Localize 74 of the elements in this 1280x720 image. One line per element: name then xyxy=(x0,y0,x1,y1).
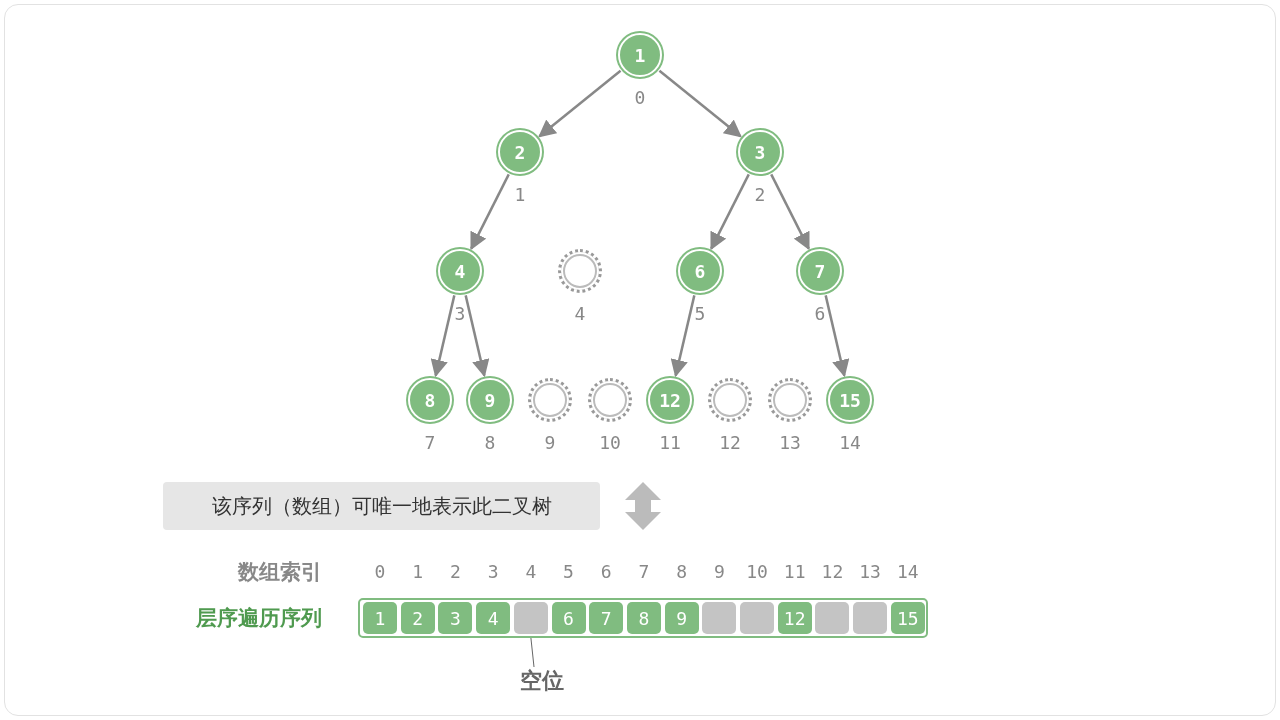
index-label: 6 xyxy=(599,561,613,582)
array-cell: 9 xyxy=(664,602,699,634)
empty-node-placeholder xyxy=(558,249,602,293)
empty-array-slot xyxy=(702,602,737,634)
index-label: 12 xyxy=(718,432,742,453)
arrow xyxy=(670,295,696,378)
note-box: 该序列（数组）可唯一地表示此二叉树 xyxy=(163,482,600,530)
index-label: 3 xyxy=(453,303,467,324)
index-label: 9 xyxy=(712,561,726,582)
index-label: 11 xyxy=(782,561,807,582)
empty-node-placeholder xyxy=(708,378,752,422)
arrow xyxy=(538,69,622,138)
array-cell: 6 xyxy=(551,602,586,634)
tree-node: 1 xyxy=(618,33,662,77)
tree-node: 4 xyxy=(438,249,482,293)
array-heading: 层序遍历序列 xyxy=(195,605,322,632)
array-cell: 15 xyxy=(890,602,925,634)
index-label: 7 xyxy=(637,561,651,582)
callout-label: 空位 xyxy=(516,666,568,696)
empty-node-placeholder xyxy=(588,378,632,422)
index-label: 10 xyxy=(598,432,622,453)
tree-node: 7 xyxy=(798,249,842,293)
index-label: 10 xyxy=(745,561,769,582)
index-label: 13 xyxy=(858,561,882,582)
index-label: 4 xyxy=(524,561,538,582)
empty-array-slot xyxy=(740,602,774,634)
index-label: 7 xyxy=(423,432,437,453)
array-cell: 1 xyxy=(363,602,397,634)
index-label: 6 xyxy=(813,303,827,324)
tree-node: 12 xyxy=(648,378,692,422)
row-heading: 数组索引 xyxy=(236,559,322,586)
array-cell: 3 xyxy=(438,602,473,634)
arrow xyxy=(430,295,456,378)
arrow xyxy=(464,295,490,378)
tree-node: 2 xyxy=(498,130,542,174)
leader-line xyxy=(530,636,535,668)
index-label: 8 xyxy=(483,432,497,453)
empty-node-placeholder xyxy=(528,378,572,422)
arrow xyxy=(710,173,750,251)
index-label: 9 xyxy=(543,432,557,453)
array-cell: 12 xyxy=(777,602,812,634)
tree-node: 3 xyxy=(738,130,782,174)
index-label: 0 xyxy=(373,561,387,582)
index-label: 14 xyxy=(895,561,920,582)
index-label: 0 xyxy=(633,87,647,108)
empty-array-slot xyxy=(815,602,850,634)
index-label: 2 xyxy=(753,184,767,205)
index-label: 14 xyxy=(838,432,862,453)
array-cell: 8 xyxy=(626,602,661,634)
tree-node: 9 xyxy=(468,378,512,422)
index-label: 1 xyxy=(411,561,425,582)
array-cell: 7 xyxy=(589,602,624,634)
arrow xyxy=(658,69,742,138)
index-label: 8 xyxy=(675,561,688,582)
tree-node: 15 xyxy=(828,378,872,422)
arrow xyxy=(770,173,810,251)
index-label: 13 xyxy=(778,432,802,453)
arrow xyxy=(470,173,510,251)
index-label: 2 xyxy=(448,561,462,582)
empty-node-placeholder xyxy=(768,378,812,422)
array-cell: 4 xyxy=(476,602,511,634)
index-label: 5 xyxy=(562,561,575,582)
index-label: 4 xyxy=(573,303,587,324)
index-label: 5 xyxy=(693,303,707,324)
empty-array-slot xyxy=(853,602,888,634)
empty-array-slot xyxy=(513,602,548,634)
tree-node: 6 xyxy=(678,249,722,293)
index-label: 11 xyxy=(658,432,682,453)
arrow xyxy=(824,295,850,378)
index-label: 12 xyxy=(820,561,845,582)
tree-node: 8 xyxy=(408,378,452,422)
index-label: 3 xyxy=(486,561,500,582)
index-label: 1 xyxy=(513,184,527,205)
array-cell: 2 xyxy=(400,602,435,634)
